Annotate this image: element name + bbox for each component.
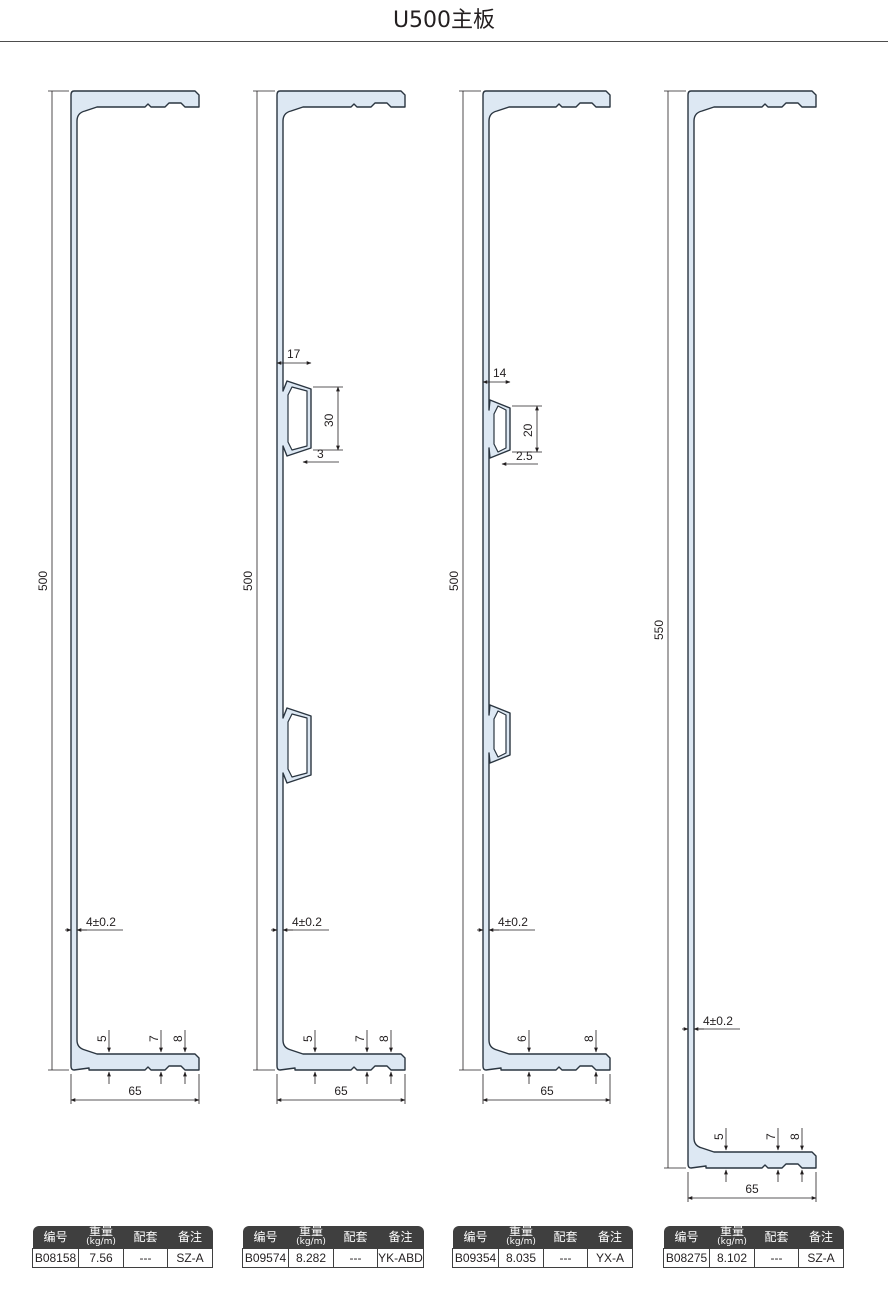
width-label: 65 bbox=[745, 1182, 759, 1196]
cell-code: B08158 bbox=[32, 1248, 79, 1268]
stiffener-height-label: 20 bbox=[521, 423, 535, 437]
height-label: 550 bbox=[652, 620, 666, 640]
cell-note: YX-A bbox=[587, 1248, 633, 1268]
height-label: 500 bbox=[241, 571, 255, 591]
header-note: 备注 bbox=[377, 1226, 424, 1249]
flange-dim-label: 5 bbox=[301, 1035, 315, 1042]
header-code: 编号 bbox=[452, 1226, 499, 1249]
header-weight: 重量(kg/m) bbox=[78, 1224, 124, 1249]
profile-4: 550 65 4±0.2 5 7 8 bbox=[652, 90, 817, 1202]
header-weight-label: 重量 bbox=[719, 1224, 744, 1238]
stiffener-hollow-2 bbox=[493, 710, 507, 758]
stiffener-height-label: 30 bbox=[322, 413, 336, 427]
cell-match: --- bbox=[754, 1248, 799, 1268]
thickness-label: 4±0.2 bbox=[703, 1014, 733, 1028]
flange-dim-label: 7 bbox=[147, 1035, 161, 1042]
header-code: 编号 bbox=[663, 1226, 710, 1249]
cell-weight: 8.282 bbox=[288, 1248, 334, 1268]
table-row: B08158 7.56 --- SZ-A bbox=[32, 1248, 213, 1268]
cell-match: --- bbox=[123, 1248, 168, 1268]
flange-dim-label: 8 bbox=[377, 1035, 391, 1042]
header-code: 编号 bbox=[32, 1226, 79, 1249]
header-weight-label: 重量 bbox=[298, 1224, 323, 1238]
stiffener-depth-label: 14 bbox=[493, 366, 507, 380]
header-code: 编号 bbox=[242, 1226, 289, 1249]
profile-3: 500 65 4±0.2 6 8 14 20 2.5 bbox=[447, 90, 611, 1104]
height-label: 500 bbox=[36, 571, 50, 591]
header-weight-unit: (kg/m) bbox=[717, 1237, 747, 1247]
cell-weight: 8.035 bbox=[498, 1248, 544, 1268]
cell-match: --- bbox=[543, 1248, 588, 1268]
header-weight-unit: (kg/m) bbox=[296, 1237, 326, 1247]
stiffener-wall-label: 3 bbox=[317, 447, 324, 461]
thickness-label: 4±0.2 bbox=[86, 915, 116, 929]
flange-dim-label: 8 bbox=[788, 1133, 802, 1140]
cell-note: SZ-A bbox=[798, 1248, 844, 1268]
profile-1: 500 65 4±0.2 5 7 8 bbox=[36, 90, 200, 1104]
spec-table-1: 编号 重量(kg/m) 配套 备注 B08158 7.56 --- SZ-A bbox=[32, 1224, 213, 1268]
stiffener-dimensions: 14 20 2.5 bbox=[482, 366, 542, 466]
thickness-label: 4±0.2 bbox=[498, 915, 528, 929]
header-weight-unit: (kg/m) bbox=[86, 1237, 116, 1247]
table-row: B09574 8.282 --- YK-ABD bbox=[242, 1248, 424, 1268]
flange-dim-label: 8 bbox=[171, 1035, 185, 1042]
header-match: 配套 bbox=[333, 1226, 378, 1249]
width-label: 65 bbox=[540, 1084, 554, 1098]
title-divider bbox=[0, 41, 888, 42]
cell-note: SZ-A bbox=[167, 1248, 213, 1268]
cell-weight: 7.56 bbox=[78, 1248, 124, 1268]
header-weight-unit: (kg/m) bbox=[506, 1237, 536, 1247]
spec-table-2: 编号 重量(kg/m) 配套 备注 B09574 8.282 --- YK-AB… bbox=[242, 1224, 424, 1268]
header-note: 备注 bbox=[798, 1226, 844, 1249]
height-label: 500 bbox=[447, 571, 461, 591]
header-weight-label: 重量 bbox=[88, 1224, 113, 1238]
header-match: 配套 bbox=[543, 1226, 588, 1249]
header-weight: 重量(kg/m) bbox=[498, 1224, 544, 1249]
cell-code: B08275 bbox=[663, 1248, 710, 1268]
spec-table-3: 编号 重量(kg/m) 配套 备注 B09354 8.035 --- YX-A bbox=[452, 1224, 633, 1268]
cell-code: B09574 bbox=[242, 1248, 289, 1268]
header-weight-label: 重量 bbox=[508, 1224, 533, 1238]
table-row: B08275 8.102 --- SZ-A bbox=[663, 1248, 844, 1268]
flange-dim-label: 5 bbox=[95, 1035, 109, 1042]
stiffener-hollow-1 bbox=[287, 386, 308, 451]
profile-outline bbox=[687, 90, 817, 1169]
stiffener-dimensions: 17 30 3 bbox=[276, 347, 343, 464]
width-label: 65 bbox=[334, 1084, 348, 1098]
spec-table-4: 编号 重量(kg/m) 配套 备注 B08275 8.102 --- SZ-A bbox=[663, 1224, 844, 1268]
header-note: 备注 bbox=[587, 1226, 633, 1249]
flange-dim-label: 5 bbox=[712, 1133, 726, 1140]
thickness-label: 4±0.2 bbox=[292, 915, 322, 929]
header-weight: 重量(kg/m) bbox=[288, 1224, 334, 1249]
profile-outline bbox=[70, 90, 200, 1071]
cell-note: YK-ABD bbox=[377, 1248, 424, 1268]
page-title: U500主板 bbox=[392, 8, 496, 33]
header-match: 配套 bbox=[754, 1226, 799, 1249]
profile-outline bbox=[482, 90, 611, 1071]
table-row: B09354 8.035 --- YX-A bbox=[452, 1248, 633, 1268]
flange-dim-label: 8 bbox=[582, 1035, 596, 1042]
profile-2: 500 65 4±0.2 5 7 8 17 30 3 bbox=[241, 90, 406, 1104]
stiffener-wall-label: 2.5 bbox=[516, 449, 533, 463]
flange-dim-label: 6 bbox=[515, 1035, 529, 1042]
cell-code: B09354 bbox=[452, 1248, 499, 1268]
profile-outline bbox=[276, 90, 406, 1071]
stiffener-hollow-2 bbox=[287, 713, 308, 778]
header-weight: 重量(kg/m) bbox=[709, 1224, 755, 1249]
flange-dim-label: 7 bbox=[764, 1133, 778, 1140]
flange-dim-label: 7 bbox=[353, 1035, 367, 1042]
header-note: 备注 bbox=[167, 1226, 213, 1249]
cell-weight: 8.102 bbox=[709, 1248, 755, 1268]
stiffener-hollow-1 bbox=[493, 405, 507, 453]
stiffener-depth-label: 17 bbox=[287, 347, 301, 361]
cell-match: --- bbox=[333, 1248, 378, 1268]
width-label: 65 bbox=[128, 1084, 142, 1098]
header-match: 配套 bbox=[123, 1226, 168, 1249]
